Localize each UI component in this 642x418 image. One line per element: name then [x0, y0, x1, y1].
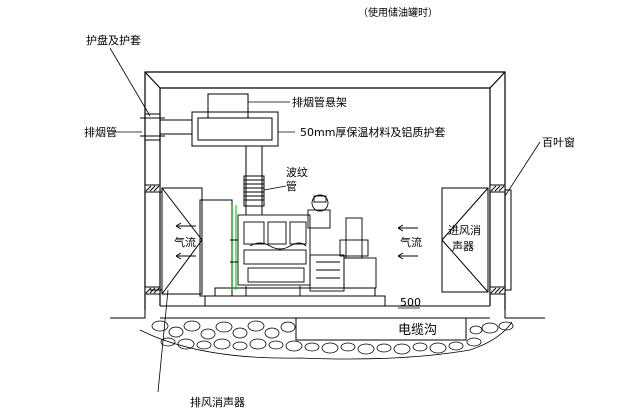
intake-silencer: [441, 187, 512, 293]
airflow-arrows-right: [397, 224, 418, 260]
label-intake-silencer-1: 进风消: [448, 223, 481, 237]
label-insulation: 50mm厚保温材料及铝质护套: [300, 125, 445, 139]
label-cable-trench: 电缆沟: [398, 322, 437, 338]
exhaust-silencer: [150, 187, 203, 295]
gravel-bed: [139, 320, 514, 360]
right-wall-opening: [489, 184, 506, 295]
radiator: [199, 199, 237, 297]
ground-line: [110, 305, 545, 341]
label-intake-silencer-2: 声器: [452, 239, 474, 253]
airflow-arrows-left: [175, 222, 196, 260]
label-exhaust-silencer: 排风消声器: [190, 395, 245, 409]
left-wall-opening: [144, 184, 161, 295]
leader-lines: [109, 47, 541, 393]
label-pipe-hanger: 排烟管悬架: [292, 95, 347, 109]
exhaust-piping: [140, 93, 279, 215]
label-airflow-left: 气流: [174, 235, 196, 249]
label-plate-and-sleeve: 护盘及护套: [86, 33, 141, 47]
top-note: （使用储油罐时）: [358, 6, 438, 19]
engine-block: [230, 194, 377, 296]
label-bellows-2: 管: [286, 179, 297, 193]
label-bellows-1: 波纹: [286, 165, 308, 179]
label-dimension-500: 500: [400, 296, 421, 309]
label-louver: 百叶窗: [542, 135, 575, 149]
label-airflow-right: 气流: [400, 235, 422, 249]
label-exhaust-pipe: 排烟管: [84, 125, 117, 139]
generator-base: [204, 287, 386, 307]
